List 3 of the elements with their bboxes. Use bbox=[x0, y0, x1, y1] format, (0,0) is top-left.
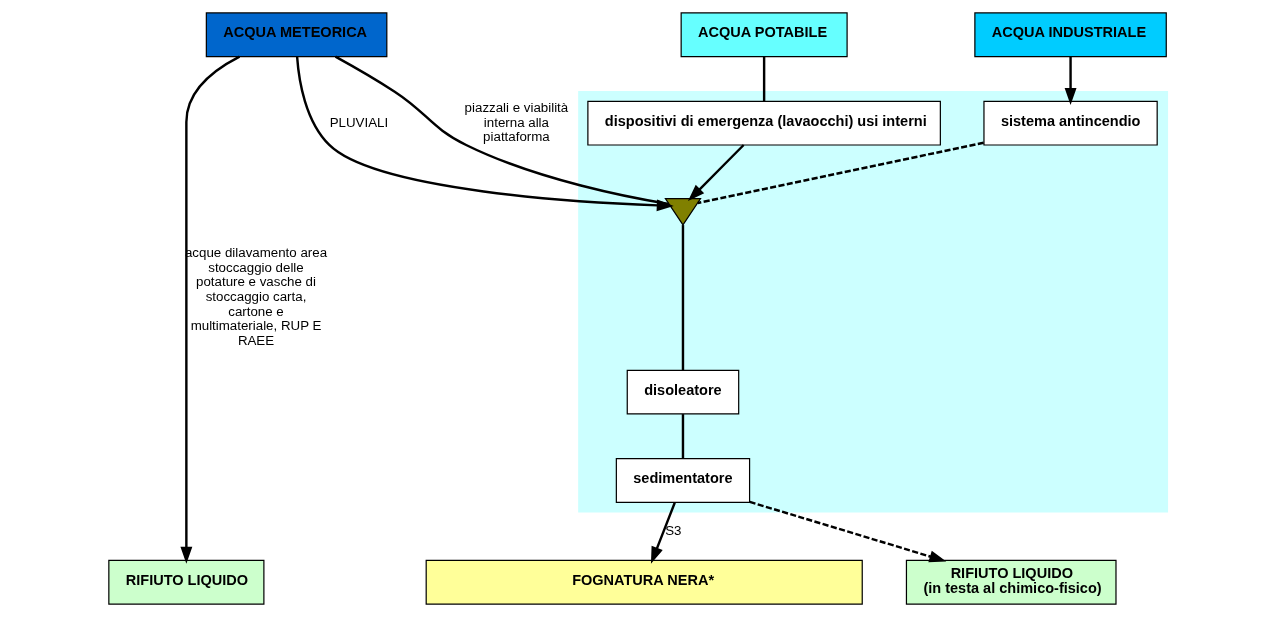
edge-label: S3 bbox=[664, 522, 681, 538]
edge-label: PLUVIALI bbox=[329, 114, 388, 130]
edge-label: piazzali e viabilità interna alla piattaforma bbox=[464, 100, 568, 145]
